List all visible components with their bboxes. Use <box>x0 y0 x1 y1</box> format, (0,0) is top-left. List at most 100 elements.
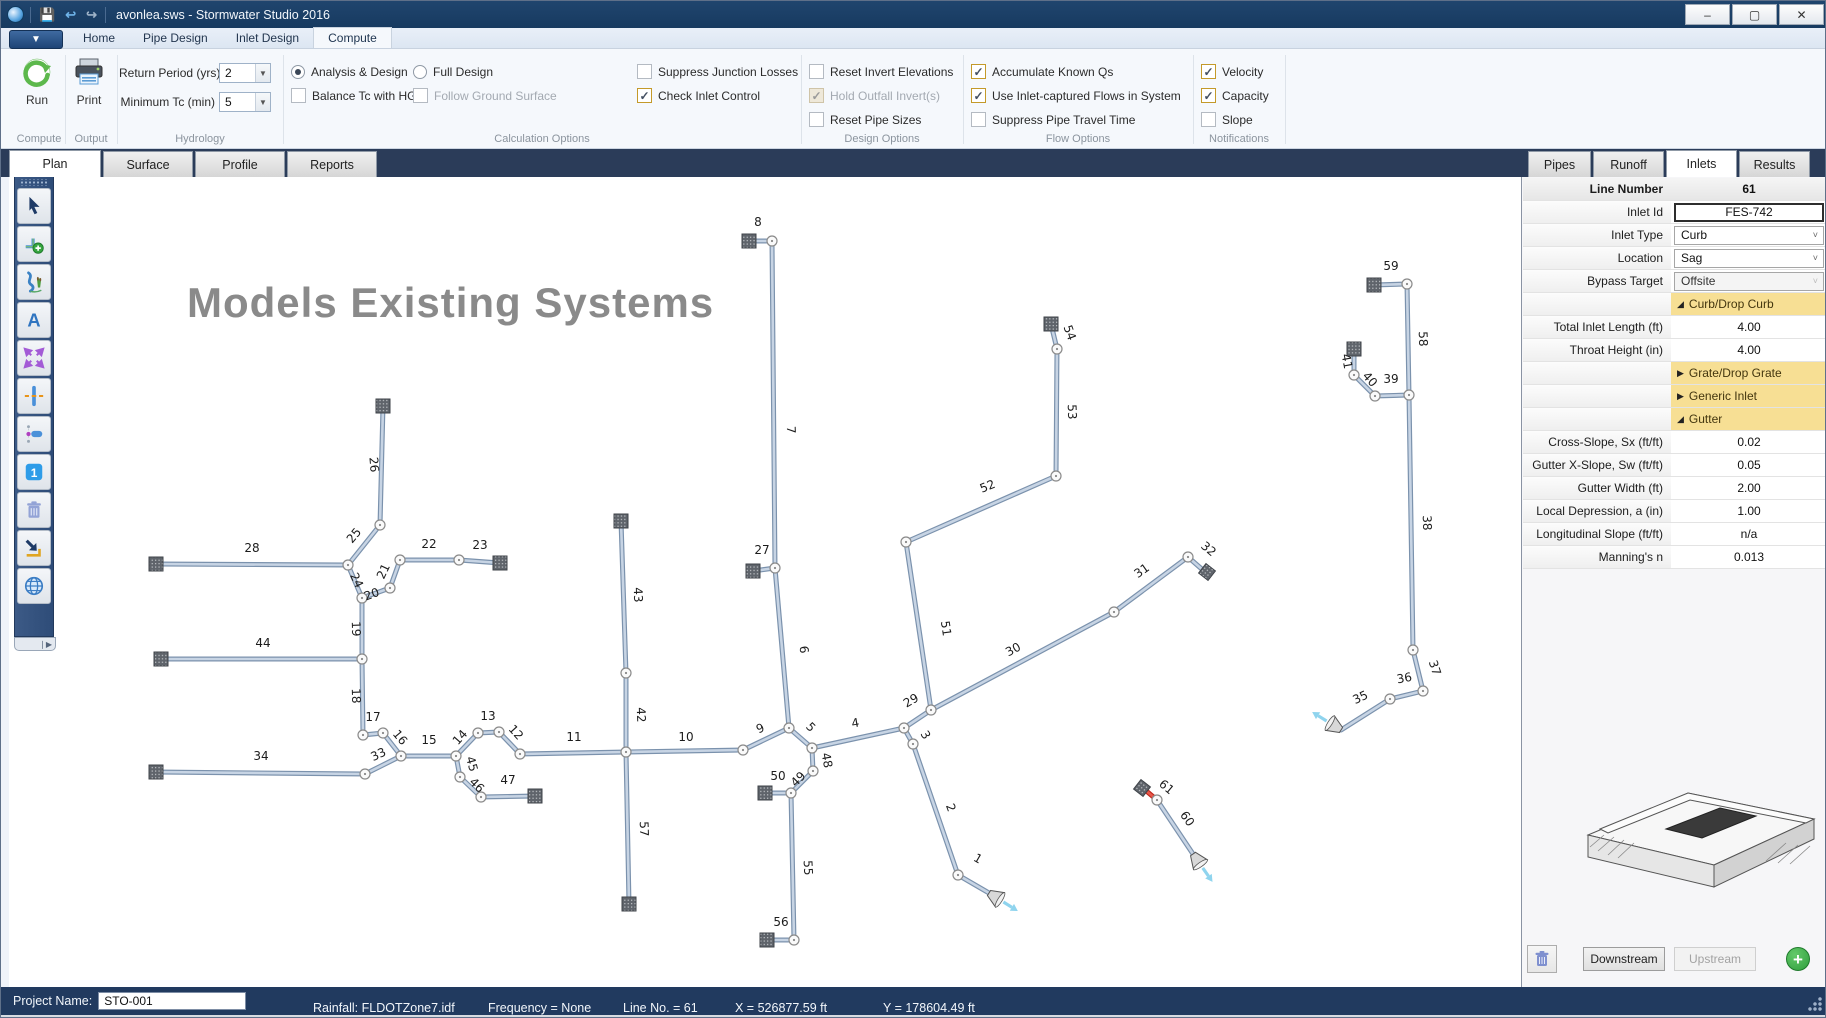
toolbar-button-select-cursor[interactable] <box>17 188 51 224</box>
panel-tab-pipes[interactable]: Pipes <box>1528 151 1591 177</box>
checkbox-slope[interactable]: ✓Slope <box>1201 110 1269 129</box>
checkbox-use-inlet-captured-flows-in-system[interactable]: ✓Use Inlet-captured Flows in System <box>971 86 1181 105</box>
checkbox-icon[interactable]: ✓ <box>1201 112 1216 127</box>
ribbon-tab-inlet-design[interactable]: Inlet Design <box>235 30 300 45</box>
checkbox-check-inlet-control[interactable]: ✓Check Inlet Control <box>637 86 798 105</box>
section-header-grate-drop-grate[interactable]: ▶Grate/Drop Grate <box>1671 362 1825 384</box>
toolbar-button-zoom-extents[interactable] <box>17 340 51 376</box>
view-tab-reports[interactable]: Reports <box>287 151 377 177</box>
inlet-node[interactable] <box>613 513 629 529</box>
checkbox-icon[interactable]: ✓ <box>971 64 986 79</box>
inlet-id-input[interactable]: FES-742 <box>1674 202 1824 222</box>
inlet-node[interactable] <box>741 233 757 249</box>
section-header-curb-drop-curb[interactable]: ◢Curb/Drop Curb <box>1671 293 1825 315</box>
print-button[interactable]: Print <box>65 55 113 127</box>
inlet-node[interactable] <box>153 651 169 667</box>
inlet-node[interactable] <box>492 555 508 571</box>
inlet-node[interactable] <box>527 788 543 804</box>
section-header-generic-inlet[interactable]: ▶Generic Inlet <box>1671 385 1825 407</box>
view-tab-profile[interactable]: Profile <box>195 151 285 177</box>
checkbox-icon[interactable]: ✓ <box>291 88 306 103</box>
checkbox-icon[interactable]: ✓ <box>637 64 652 79</box>
row-value[interactable]: 2.00 <box>1671 477 1825 499</box>
inlet-node[interactable] <box>375 398 391 414</box>
checkbox-reset-invert-elevations[interactable]: ✓Reset Invert Elevations <box>809 62 953 81</box>
section-header-gutter[interactable]: ◢Gutter <box>1671 408 1825 430</box>
row-value[interactable]: n/a <box>1671 523 1825 545</box>
checkbox-reset-pipe-sizes[interactable]: ✓Reset Pipe Sizes <box>809 110 953 129</box>
save-icon[interactable]: 💾 <box>39 7 56 22</box>
collapse-icon[interactable]: ◢ <box>1677 413 1684 424</box>
app-logo-icon[interactable] <box>7 6 24 23</box>
chevron-down-icon[interactable]: ▼ <box>255 93 270 111</box>
maximize-button[interactable]: ▢ <box>1732 4 1777 25</box>
inlet-node-rotated[interactable] <box>1132 778 1152 798</box>
radio-analysis-design[interactable]: Analysis & Design <box>291 62 423 81</box>
project-name-input[interactable]: STO-001 <box>98 992 247 1010</box>
redo-icon[interactable]: ↪ <box>86 7 97 22</box>
min-tc-select[interactable]: 5 ▼ <box>219 92 271 112</box>
panel-tab-results[interactable]: Results <box>1739 151 1810 177</box>
checkbox-icon[interactable]: ✓ <box>809 64 824 79</box>
checkbox-icon[interactable]: ✓ <box>971 112 986 127</box>
toolbar-button-stream[interactable] <box>17 264 51 300</box>
row-value[interactable]: 0.05 <box>1671 454 1825 476</box>
checkbox-suppress-junction-losses[interactable]: ✓Suppress Junction Losses <box>637 62 798 81</box>
delete-inlet-button[interactable] <box>1527 945 1557 973</box>
checkbox-balance-tc-with-hgl[interactable]: ✓Balance Tc with HGL <box>291 86 423 105</box>
inlet-node[interactable] <box>745 563 761 579</box>
toolbar-button-text-annotation[interactable]: A <box>17 302 51 338</box>
toolbar-button-export-corner[interactable] <box>17 530 51 566</box>
inlet-node[interactable] <box>1043 316 1059 332</box>
collapse-icon[interactable]: ◢ <box>1677 298 1684 309</box>
add-inlet-button[interactable]: + <box>1786 947 1810 971</box>
toolbar-collapse-handle[interactable]: ❘▶ <box>14 637 56 651</box>
toolbar-grip[interactable] <box>21 179 47 186</box>
inlet-node[interactable] <box>148 764 164 780</box>
row-value[interactable]: 0.02 <box>1671 431 1825 453</box>
inlet-node[interactable] <box>621 896 637 912</box>
radio-full-design[interactable]: Full Design <box>413 62 557 81</box>
undo-icon[interactable]: ↩ <box>65 7 77 22</box>
view-tab-surface[interactable]: Surface <box>103 151 193 177</box>
radio-icon[interactable] <box>413 64 427 79</box>
outfall-icon[interactable] <box>984 886 1022 918</box>
toolbar-button-trash[interactable] <box>17 492 51 528</box>
expand-icon[interactable]: ▶ <box>1677 390 1684 401</box>
checkbox-suppress-pipe-travel-time[interactable]: ✓Suppress Pipe Travel Time <box>971 110 1181 129</box>
run-button[interactable]: Run <box>13 55 61 127</box>
close-button[interactable]: ✕ <box>1779 4 1824 25</box>
inlet-node[interactable] <box>757 785 773 801</box>
toolbar-button-node-capsule[interactable] <box>17 416 51 452</box>
checkbox-capacity[interactable]: ✓Capacity <box>1201 86 1269 105</box>
row-value[interactable]: 1.00 <box>1671 500 1825 522</box>
toolbar-button-globe[interactable] <box>17 568 51 604</box>
ribbon-tab-home[interactable]: Home <box>83 30 116 45</box>
upstream-button[interactable]: Upstream <box>1674 947 1756 971</box>
inlet-node-rotated[interactable] <box>1197 562 1217 582</box>
return-period-select[interactable]: 2 ▼ <box>219 63 271 83</box>
row-value[interactable]: 4.00 <box>1671 339 1825 361</box>
checkbox-icon[interactable]: ✓ <box>1201 88 1216 103</box>
view-tab-plan[interactable]: Plan <box>9 150 101 177</box>
checkbox-accumulate-known-qs[interactable]: ✓Accumulate Known Qs <box>971 62 1181 81</box>
checkbox-icon[interactable]: ✓ <box>971 88 986 103</box>
checkbox-icon[interactable]: ✓ <box>1201 64 1216 79</box>
outfall-icon[interactable] <box>1186 849 1219 887</box>
file-menu-button[interactable]: ▼ <box>9 30 63 49</box>
resize-grip-icon[interactable] <box>1807 996 1823 1012</box>
minimize-button[interactable]: – <box>1685 4 1730 25</box>
panel-tab-inlets[interactable]: Inlets <box>1666 150 1737 177</box>
toolbar-button-line-numbers[interactable]: 1 <box>17 454 51 490</box>
chevron-down-icon[interactable]: ▼ <box>255 64 270 82</box>
outfall-icon[interactable] <box>1308 705 1346 737</box>
ribbon-tab-compute[interactable]: Compute <box>313 27 392 48</box>
inlet-node[interactable] <box>148 556 164 572</box>
radio-icon[interactable] <box>291 64 305 79</box>
checkbox-velocity[interactable]: ✓Velocity <box>1201 62 1269 81</box>
inlet-node[interactable] <box>1346 341 1362 357</box>
checkbox-icon[interactable]: ✓ <box>809 112 824 127</box>
toolbar-button-add-pipe[interactable] <box>17 226 51 262</box>
ribbon-tab-pipe-design[interactable]: Pipe Design <box>143 30 208 45</box>
